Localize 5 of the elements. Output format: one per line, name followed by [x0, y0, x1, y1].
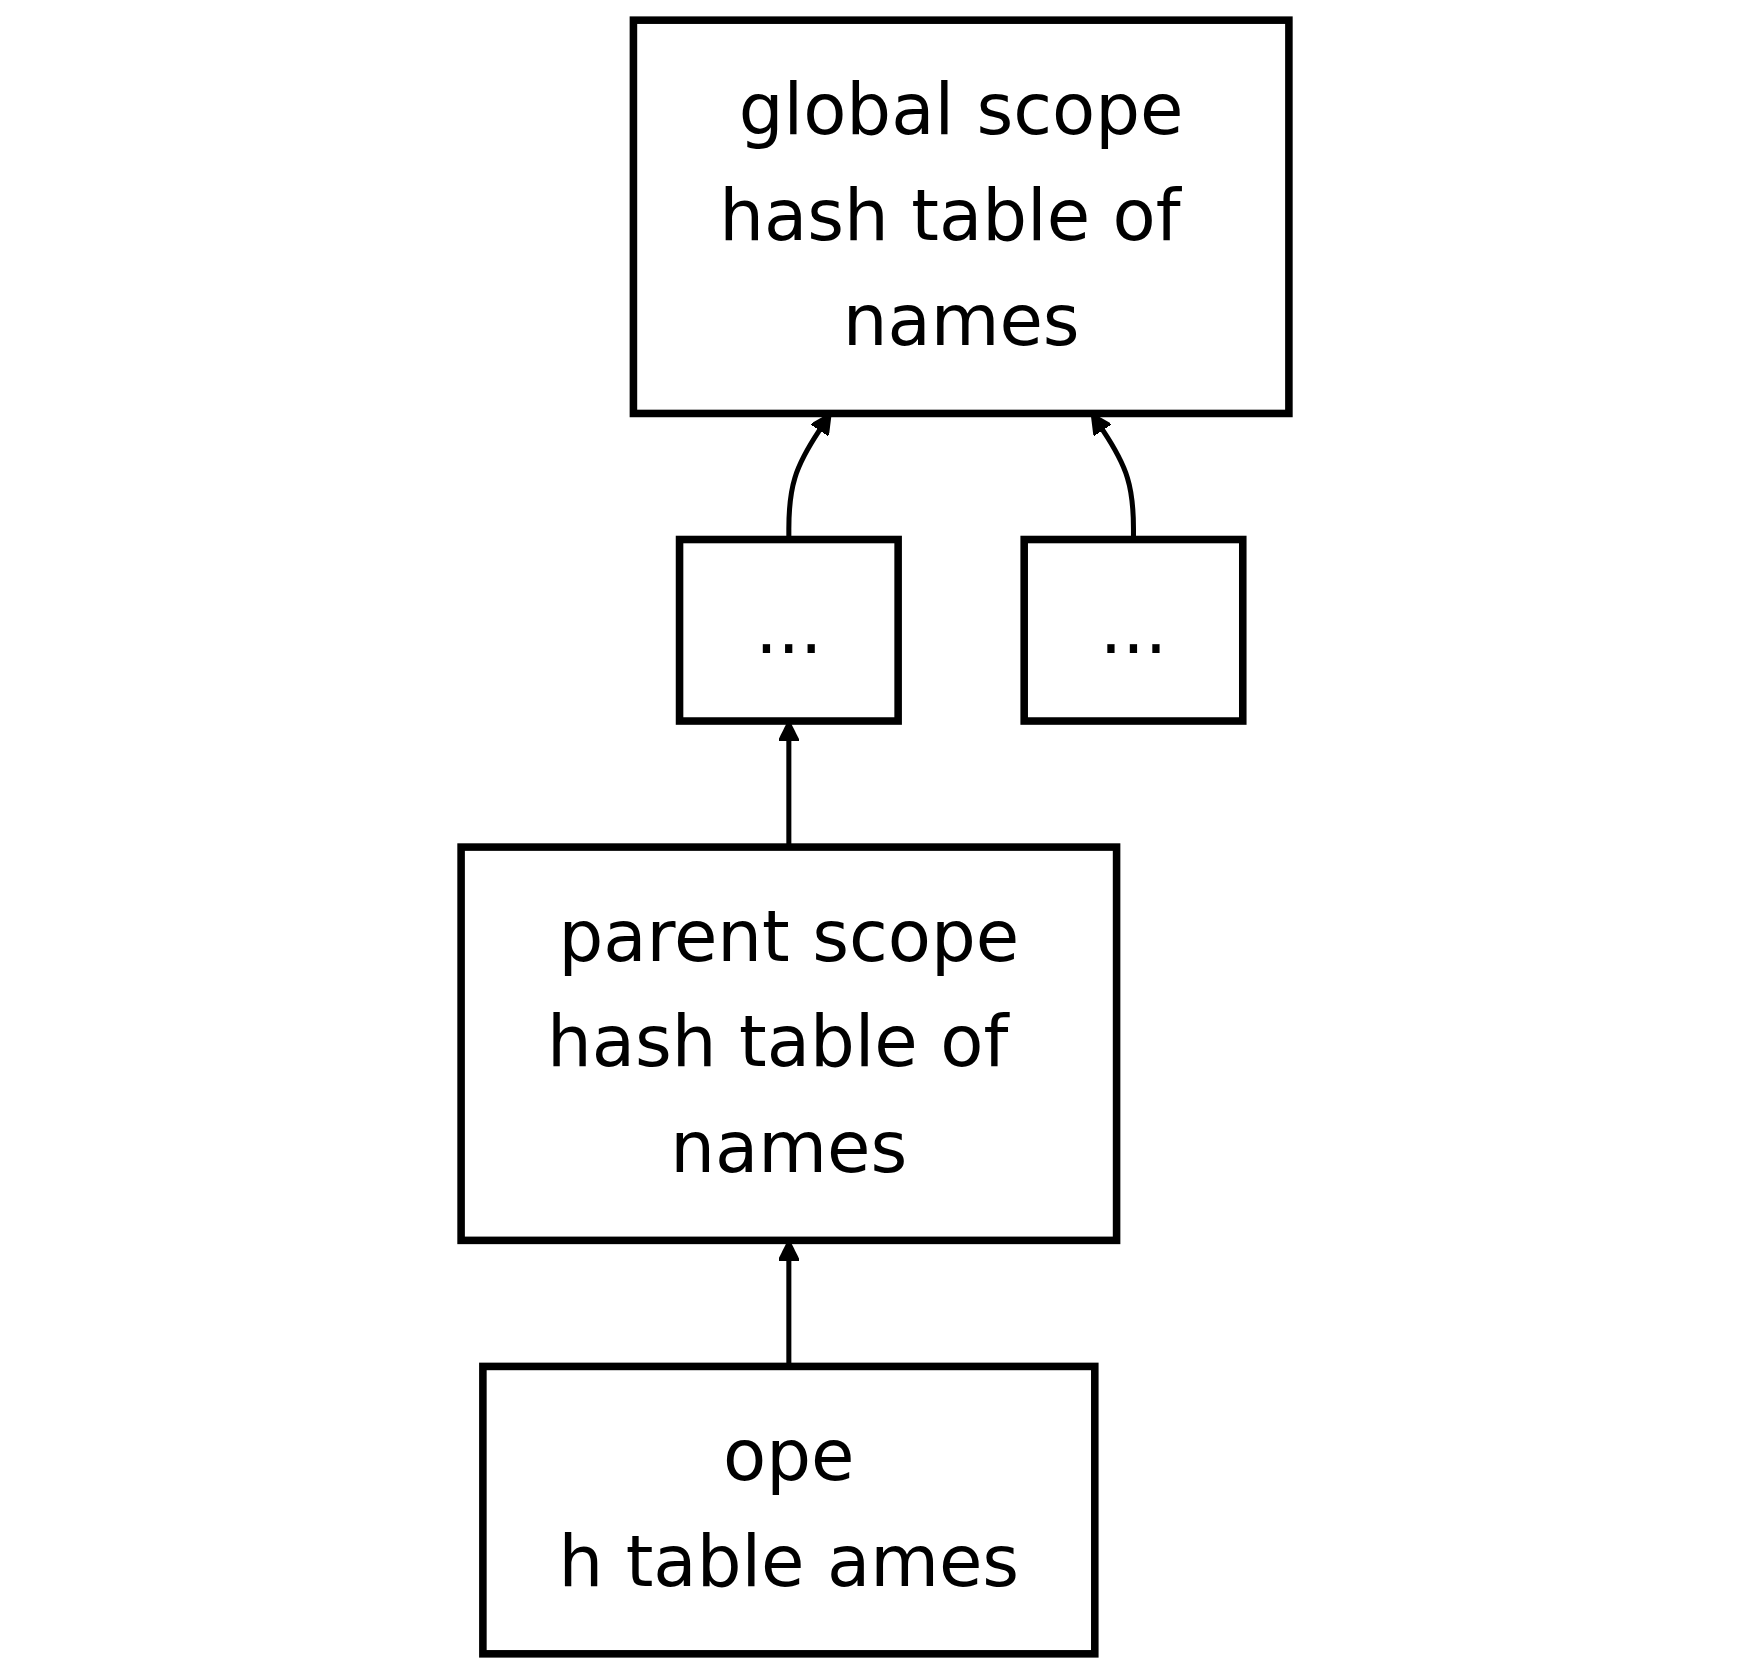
node-box: ...	[675, 535, 902, 725]
node-box: ...	[1019, 535, 1247, 725]
node-box: ope h table ames	[478, 1362, 1099, 1658]
node-box: parent scope hash table of names	[456, 843, 1120, 1245]
node-box: global scope hash table of names	[629, 16, 1293, 418]
